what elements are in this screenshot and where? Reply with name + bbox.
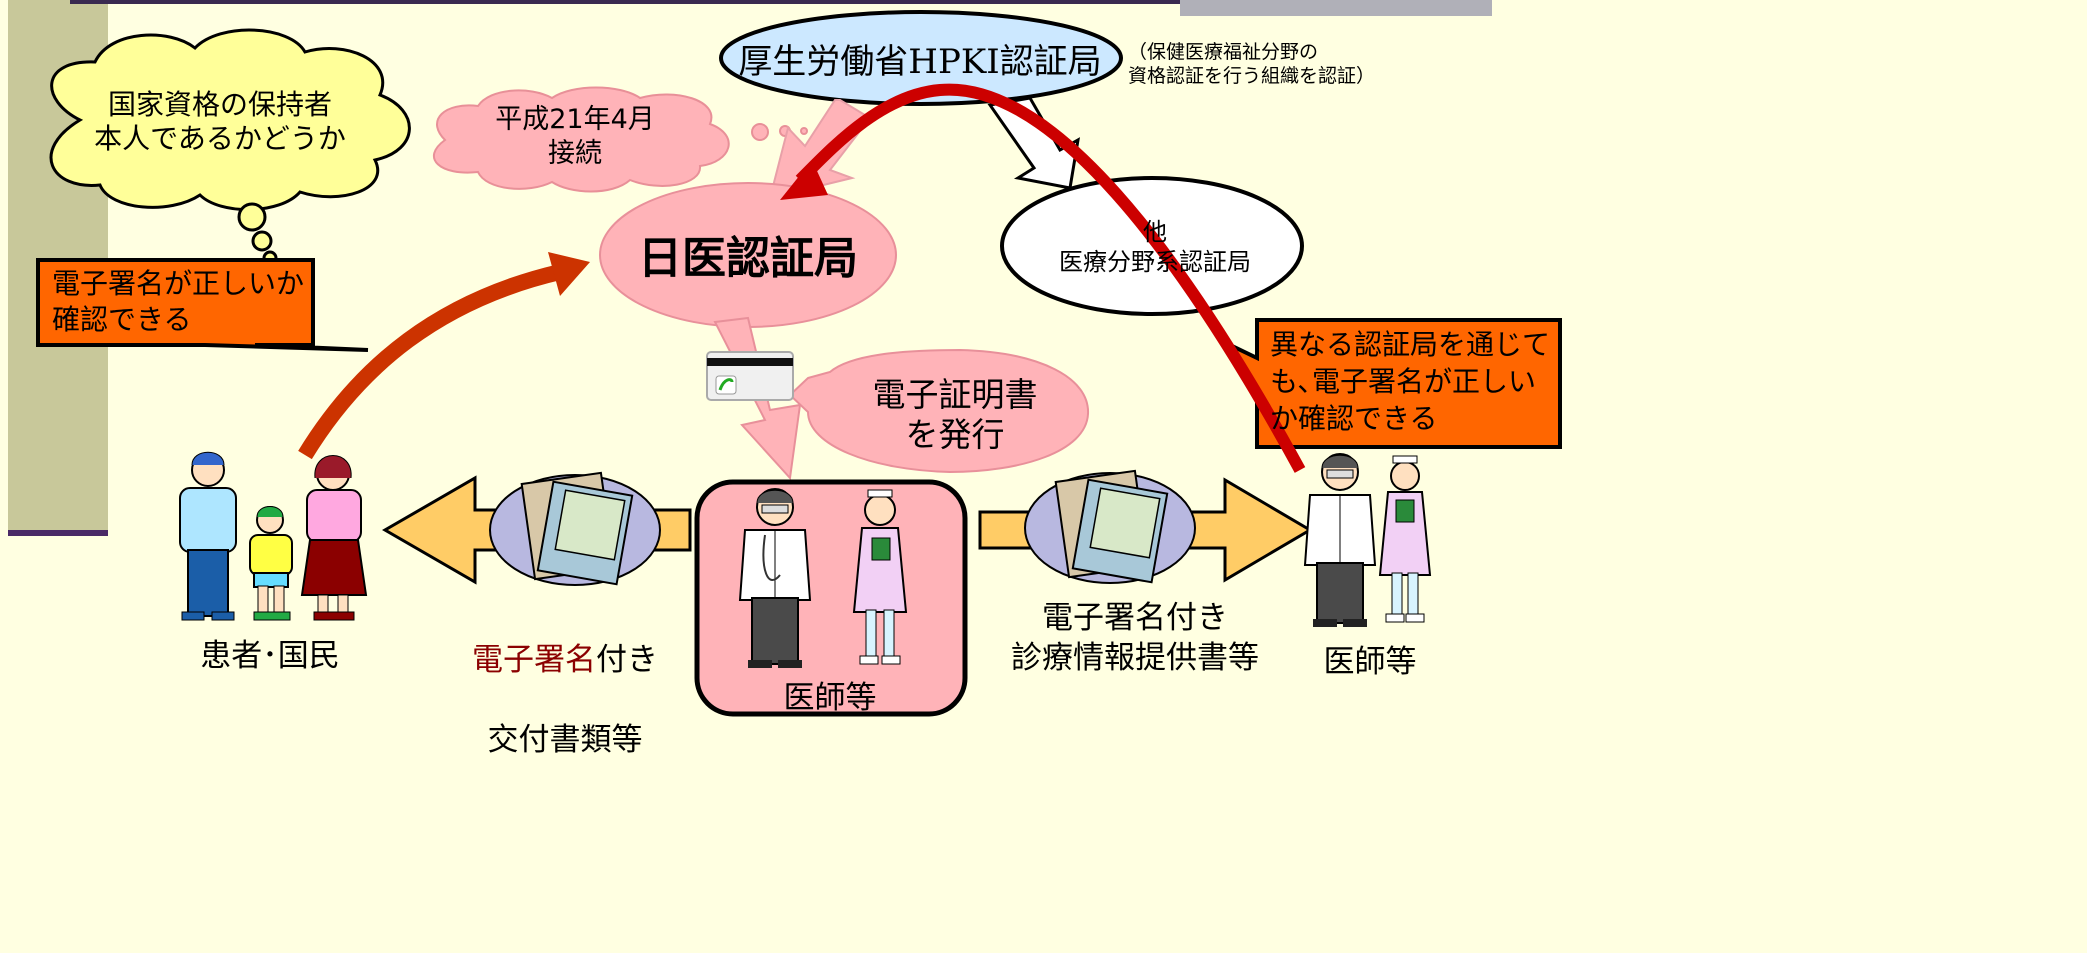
patient-to-jma-arrowhead — [548, 252, 590, 296]
other-ca-label: 他 医療分野系認証局 — [1059, 218, 1251, 276]
documents-right-icon — [1024, 469, 1196, 584]
signed-docs-highlight: 電子署名 — [472, 642, 596, 678]
callout-right-shape — [1225, 318, 1562, 449]
documents-left-icon — [489, 471, 661, 586]
connection-date-text: 平成21年4月 接続 — [495, 104, 655, 169]
right-doctor-to-jma-arrowhead — [780, 160, 828, 200]
patient-child-figure — [249, 506, 293, 621]
signed-referral-label: 電子署名付き 診療情報提供書等 — [1011, 600, 1259, 676]
signed-docs-line2: 交付書類等 — [487, 722, 643, 758]
patient-to-jma-arrow — [298, 264, 562, 460]
right-doctor-label: 医師等 — [1323, 644, 1417, 680]
connection-cloud-shape — [432, 86, 808, 193]
signed-docs-label: 電子署名付き 交付書類等 — [450, 600, 680, 760]
patient-man-figure — [179, 451, 237, 621]
patient-woman-figure — [300, 455, 368, 621]
callout-left-text: 電子署名が正しいか 確認できる — [52, 267, 305, 336]
patients-label: 患者･国民 — [200, 638, 340, 674]
issue-cert-text: 電子証明書 を発行 — [872, 375, 1038, 454]
center-doctor-label: 医師等 — [783, 680, 877, 716]
center-doctor-figure — [738, 488, 812, 668]
signed-docs-rest: 付き — [596, 642, 658, 678]
hpki-to-other-arrow — [987, 96, 1080, 190]
callout-left-shape — [36, 258, 369, 352]
jma-ca-label: 日医認証局 — [638, 233, 858, 284]
ic-card-icon — [706, 351, 794, 401]
left-decor-line — [8, 530, 108, 536]
callout-right-text: 異なる認証局を通じて も､電子署名が正しい か確認できる — [1270, 328, 1551, 435]
thought-cloud-text: 国家資格の保持者 本人であるかどうか — [94, 88, 346, 155]
hpki-note: （保健医療福祉分野の 資格認証を行う組織を認証） — [1128, 41, 1376, 87]
center-nurse-figure — [852, 489, 908, 665]
right-nurse-figure — [1378, 455, 1432, 623]
hpki-ca-label: 厚生労働省HPKI認証局 — [738, 41, 1102, 82]
top-decor-line — [70, 0, 1180, 4]
thought-cloud-shape — [49, 28, 411, 266]
right-doctor-to-jma-arrow — [795, 83, 1306, 473]
right-doctor-figure — [1303, 453, 1377, 627]
hpki-ca-ellipse — [719, 10, 1123, 106]
top-right-decor-bar — [1180, 0, 1492, 16]
issue-cert-shape — [788, 348, 1090, 474]
